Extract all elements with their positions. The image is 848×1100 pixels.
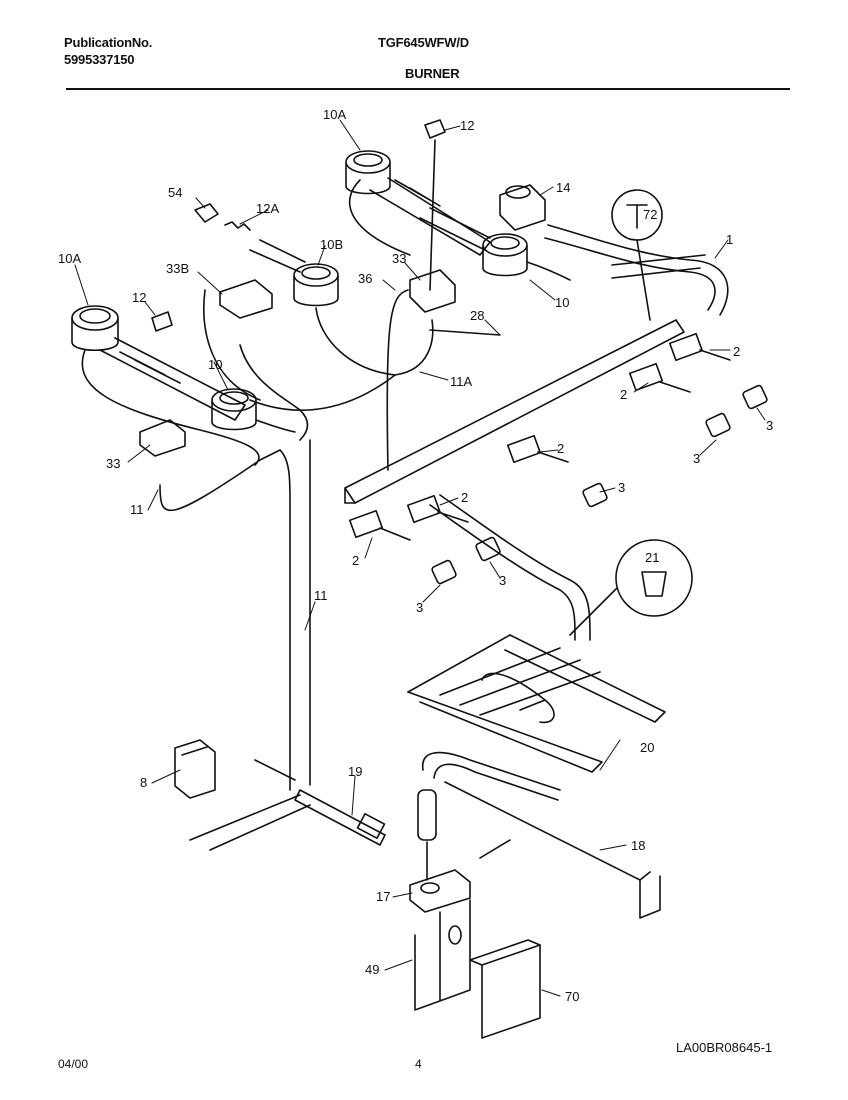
mounting-bracket-33-mid bbox=[409, 269, 456, 313]
callout-3-a: 3 bbox=[766, 418, 773, 433]
leader-lines bbox=[74, 119, 766, 997]
screw-detail bbox=[611, 189, 663, 321]
callout-2-e: 2 bbox=[352, 553, 359, 568]
valve-left-2 bbox=[348, 509, 411, 541]
callout-3-b: 3 bbox=[693, 451, 700, 466]
callout-10-right: 10 bbox=[555, 295, 569, 310]
publication-number: 5995337150 bbox=[64, 52, 135, 67]
switch-block-8 bbox=[174, 739, 216, 799]
knob-bracket-1 bbox=[742, 384, 768, 410]
callout-72: 72 bbox=[643, 207, 657, 222]
valve-center bbox=[506, 434, 569, 464]
callout-17: 17 bbox=[376, 889, 390, 904]
callout-11a: 11A bbox=[450, 374, 472, 389]
knob-bracket-3 bbox=[582, 482, 608, 508]
knob-bracket-5 bbox=[431, 559, 457, 585]
knob-bracket-2 bbox=[705, 412, 731, 438]
callout-1: 1 bbox=[726, 232, 733, 247]
mounting-bracket-33b bbox=[219, 279, 273, 319]
callout-33-left: 33 bbox=[106, 456, 120, 471]
callout-70: 70 bbox=[565, 989, 579, 1004]
thermostat-tube-18 bbox=[444, 781, 661, 919]
burner-top-front bbox=[419, 207, 571, 281]
callout-2-b: 2 bbox=[620, 387, 627, 402]
callout-2-d: 2 bbox=[461, 490, 468, 505]
callout-54: 54 bbox=[168, 185, 182, 200]
burner-left-back bbox=[249, 239, 396, 376]
gas-tube-11a bbox=[394, 319, 434, 376]
callout-10-left: 10 bbox=[208, 357, 222, 372]
callout-20: 20 bbox=[640, 740, 654, 755]
pressure-regulator bbox=[499, 184, 546, 231]
burner-top-back bbox=[345, 150, 491, 256]
callout-33-mid: 33 bbox=[392, 251, 406, 266]
clip-12-top bbox=[424, 119, 446, 291]
burner-left-middle bbox=[211, 388, 296, 433]
callout-18: 18 bbox=[631, 838, 645, 853]
footer-date: 04/00 bbox=[58, 1057, 89, 1071]
drawing-id: LA00BR08645-1 bbox=[676, 1040, 773, 1055]
callout-12-top: 12 bbox=[460, 118, 474, 133]
callout-10a-left: 10A bbox=[58, 251, 81, 266]
bracket-49 bbox=[414, 899, 471, 1011]
main-gas-pipe bbox=[544, 224, 729, 316]
section-title: BURNER bbox=[405, 66, 460, 81]
callout-12-left: 12 bbox=[132, 290, 146, 305]
callout-10b: 10B bbox=[320, 237, 343, 252]
orifice-detail bbox=[569, 539, 693, 636]
callout-28: 28 bbox=[470, 308, 484, 323]
valve-right-upper bbox=[668, 332, 731, 362]
oven-igniter bbox=[417, 751, 561, 881]
gas-manifold bbox=[344, 319, 685, 504]
mounting-bracket-33-left bbox=[139, 419, 186, 457]
spring-12a bbox=[224, 221, 251, 231]
callout-11-left: 11 bbox=[130, 502, 144, 517]
callout-2-c: 2 bbox=[557, 441, 564, 456]
callout-3-e: 3 bbox=[416, 600, 423, 615]
page-number: 4 bbox=[415, 1057, 422, 1071]
burner-left-front bbox=[71, 305, 246, 421]
gas-tube-36 bbox=[386, 289, 409, 471]
publication-label: PublicationNo. bbox=[64, 35, 153, 50]
callout-14: 14 bbox=[556, 180, 570, 195]
callout-12a: 12A bbox=[256, 201, 279, 216]
callout-3-c: 3 bbox=[618, 480, 625, 495]
model-number: TGF645WFW/D bbox=[378, 35, 469, 50]
cover-70 bbox=[469, 939, 541, 1039]
safety-valve-17 bbox=[409, 869, 471, 913]
burner-tubes bbox=[81, 179, 501, 466]
ignition-module-19 bbox=[189, 759, 386, 851]
knob-bracket-4 bbox=[475, 536, 501, 562]
oven-burner-baffle bbox=[407, 634, 666, 773]
callout-49: 49 bbox=[365, 962, 379, 977]
callout-10a-top: 10A bbox=[323, 107, 346, 122]
callout-19: 19 bbox=[348, 764, 362, 779]
callout-11-wire: 11 bbox=[314, 588, 328, 603]
callout-33b: 33B bbox=[166, 261, 189, 276]
callout-8: 8 bbox=[140, 775, 147, 790]
gas-tube-11 bbox=[159, 439, 311, 791]
valve-right-lower bbox=[628, 362, 691, 393]
callout-36: 36 bbox=[358, 271, 372, 286]
bracket-54 bbox=[194, 203, 219, 223]
callout-21: 21 bbox=[645, 550, 659, 565]
oven-supply-tube bbox=[429, 494, 591, 641]
callout-2-a: 2 bbox=[733, 344, 740, 359]
clip-12-left bbox=[151, 311, 173, 332]
callout-3-d: 3 bbox=[499, 573, 506, 588]
header-rule bbox=[66, 88, 790, 90]
